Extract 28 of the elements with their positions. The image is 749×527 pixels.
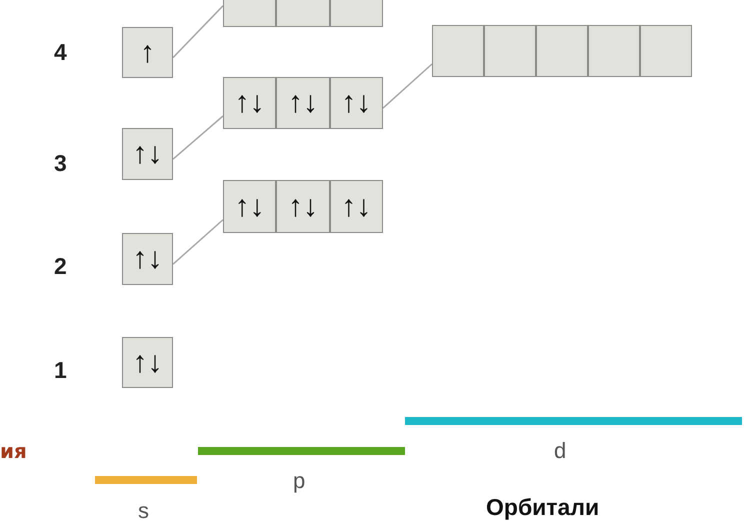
orbital-cell	[536, 25, 588, 77]
connector-line	[172, 5, 224, 58]
axis-label: ия	[0, 441, 27, 461]
connector-line	[172, 115, 224, 160]
sublevel-label: p	[293, 470, 306, 492]
orbital-cell: ↑↓	[276, 77, 330, 129]
orbital-cell	[432, 25, 484, 77]
orbital-cell: ↑↓	[122, 233, 173, 285]
orbital-cell: ↑↓	[122, 128, 173, 180]
orbital-cell: ↑↓	[223, 77, 276, 129]
connector-line	[172, 219, 224, 265]
axis-title: Орбитали	[486, 496, 600, 519]
sublevel-label: s	[138, 500, 149, 522]
orbital-cell: ↑↓	[276, 180, 330, 233]
orbital-cell: ↑↓	[122, 337, 173, 388]
shell-number: 3	[54, 152, 67, 175]
orbital-cell	[588, 25, 640, 77]
orbital-cell: ↑↓	[223, 180, 276, 233]
orbital-cell: ↑↓	[330, 77, 383, 129]
orbital-cell	[640, 25, 692, 77]
orbital-cell: ↑↓	[330, 180, 383, 233]
sublevel-label: d	[554, 440, 566, 462]
orbital-cell	[484, 25, 536, 77]
orbital-cell: ↑	[122, 27, 173, 78]
shell-number: 1	[54, 359, 67, 382]
shell-number: 2	[54, 255, 67, 278]
shell-number: 4	[54, 41, 67, 64]
connector-line	[382, 63, 432, 109]
